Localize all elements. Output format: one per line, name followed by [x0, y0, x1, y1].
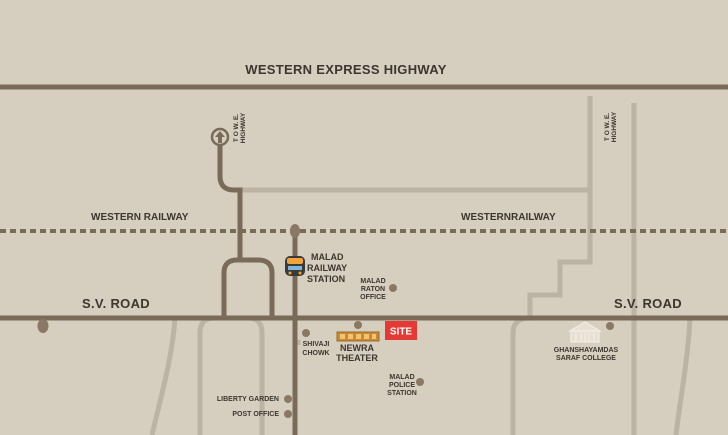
- marker-shivaji-chowk: [302, 329, 310, 337]
- sv-road-label-right: S.V. ROAD: [614, 296, 682, 311]
- svg-text:SARAF COLLEGE: SARAF COLLEGE: [556, 355, 616, 362]
- marker-station-top: [290, 224, 300, 238]
- svg-text:THEATER: THEATER: [336, 353, 378, 363]
- shivaji-chowk-label: SHIVAJI CHOWK: [302, 341, 329, 357]
- marker-post-office: [284, 410, 292, 418]
- minor-road-far-right: [673, 317, 693, 435]
- malad-raton-office-label: MALAD RATON OFFICE: [360, 278, 386, 301]
- svg-text:T O W. E.: T O W. E.: [604, 113, 611, 141]
- svg-text:NEWRA: NEWRA: [340, 343, 374, 353]
- newra-theater-label: NEWRA THEATER: [336, 343, 378, 363]
- svg-text:POLICE: POLICE: [389, 382, 415, 389]
- minor-road-loop: [240, 96, 593, 193]
- marker-liberty-garden: [284, 395, 292, 403]
- site-label: SITE: [390, 327, 413, 338]
- sv-road-label-left: S.V. ROAD: [82, 296, 150, 311]
- minor-road-lower-loop-left: [197, 315, 215, 435]
- theater-sign-icon: [336, 331, 380, 342]
- marker-newra-theater: [354, 321, 362, 329]
- svg-text:MALAD: MALAD: [360, 278, 385, 285]
- western-railway-label-right: WESTERNRAILWAY: [461, 212, 556, 223]
- marker-college: [606, 322, 614, 330]
- svg-text:MALAD: MALAD: [389, 374, 414, 381]
- svg-text:SHIVAJI: SHIVAJI: [303, 341, 330, 348]
- svg-text:MALAD: MALAD: [311, 252, 344, 262]
- post-office-label: POST OFFICE: [232, 411, 279, 418]
- svg-text:HIGHWAY: HIGHWAY: [611, 111, 618, 142]
- svg-text:STATION: STATION: [307, 274, 345, 284]
- to-weh-label-left: T O W. E. HIGHWAY: [233, 112, 247, 143]
- station-loop-road: [221, 257, 275, 318]
- minor-road-lower-left: [149, 317, 178, 435]
- train-icon: [285, 256, 305, 276]
- college-label: GHANSHAYAMDAS SARAF COLLEGE: [554, 347, 619, 362]
- marker-raton-office: [389, 284, 397, 292]
- svg-text:HIGHWAY: HIGHWAY: [240, 112, 247, 143]
- minor-road-lower-right: [510, 315, 531, 435]
- major-roads: [0, 84, 728, 435]
- western-express-highway-label: WESTERN EXPRESS HIGHWAY: [245, 62, 446, 77]
- svg-text:RAILWAY: RAILWAY: [307, 263, 347, 273]
- svg-text:GHANSHAYAMDAS: GHANSHAYAMDAS: [554, 347, 619, 354]
- svg-text:T O W. E.: T O W. E.: [233, 114, 240, 142]
- western-railway-label-left: WESTERN RAILWAY: [91, 212, 189, 223]
- svg-text:CHOWK: CHOWK: [302, 350, 329, 357]
- to-weh-label-right: T O W. E. HIGHWAY: [604, 111, 618, 142]
- liberty-garden-label: LIBERTY GARDEN: [217, 396, 279, 403]
- college-building-icon: [567, 321, 603, 343]
- malad-railway-station-label: MALAD RAILWAY STATION: [307, 252, 347, 284]
- svg-text:RATON: RATON: [361, 286, 385, 293]
- svg-text:OFFICE: OFFICE: [360, 294, 386, 301]
- to-weh-road: [217, 140, 243, 260]
- markers: [37, 224, 614, 418]
- svg-text:STATION: STATION: [387, 390, 417, 397]
- minor-road-step: [527, 190, 593, 318]
- marker-police-station: [416, 378, 424, 386]
- site-marker: SITE: [385, 321, 417, 340]
- malad-police-station-label: MALAD POLICE STATION: [387, 374, 417, 397]
- marker-left: [37, 319, 49, 333]
- arrow-up-icon: [210, 127, 230, 147]
